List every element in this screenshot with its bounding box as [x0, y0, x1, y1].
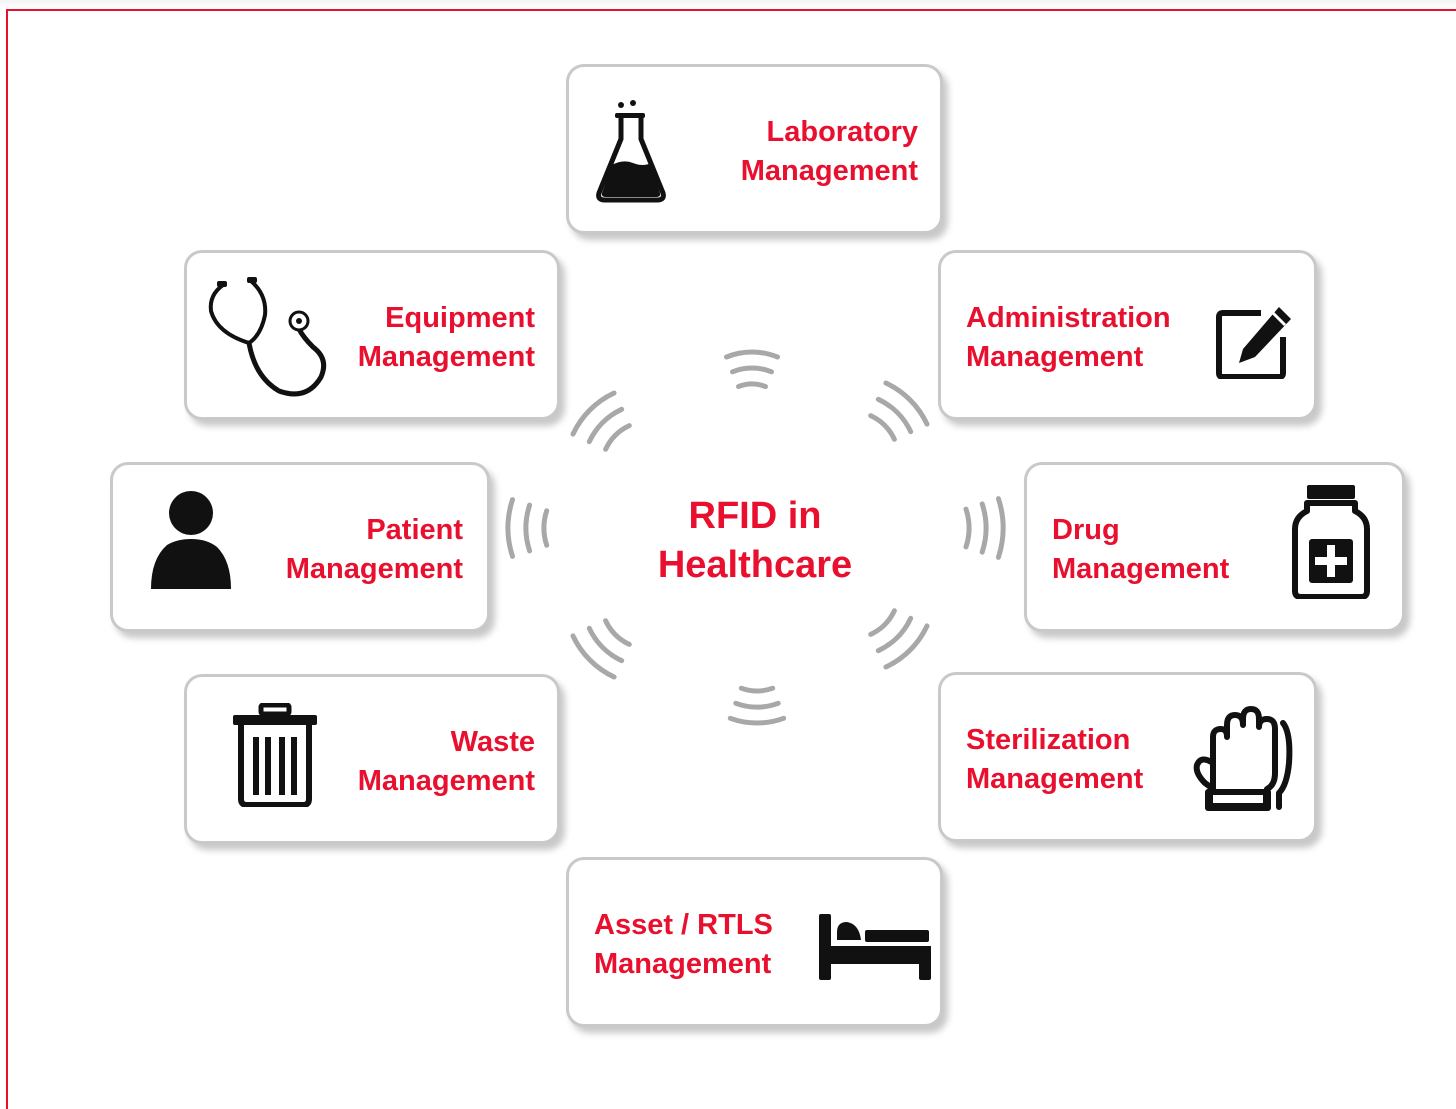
center-title-line1: RFID in [688, 495, 822, 537]
wave-top-right-arc-3 [868, 413, 897, 442]
wave-top-left-arc-1 [570, 390, 617, 437]
laboratory-label-line1: Laboratory [766, 116, 918, 148]
bed-icon [817, 910, 933, 982]
center-title-line2: Healthcare [657, 544, 853, 586]
equipment-management-label: Equipment Management [358, 299, 535, 377]
edit-icon [1215, 299, 1295, 379]
wave-bottom-right-arc-2 [875, 615, 914, 654]
wave-bottom-left [570, 618, 632, 680]
sterilization-label-line1: Sterilization [966, 724, 1131, 756]
wave-top [724, 349, 780, 390]
wave-bottom-right-arc-1 [883, 623, 930, 670]
administration-label-line2: Management [966, 341, 1144, 373]
stethoscope-icon [203, 277, 331, 399]
sterilization-label-line2: Management [966, 763, 1144, 795]
trash-icon [231, 703, 319, 807]
rfid-waves [505, 349, 1006, 726]
medicine-bottle-icon [1291, 483, 1371, 599]
wave-bottom-right [868, 608, 930, 670]
sterilization-management-card[interactable]: Sterilization Management [938, 672, 1317, 842]
patient-management-label: Patient Management [286, 511, 463, 589]
wave-top-left [570, 390, 632, 452]
patient-label-line2: Management [285, 553, 463, 585]
drug-management-card[interactable]: Drug Management [1024, 462, 1405, 632]
wave-right-arc-1 [995, 496, 1006, 560]
asset-label-line2: Management [594, 948, 772, 980]
center-title: RFID in Healthcare [605, 492, 905, 590]
wave-bottom [727, 685, 787, 726]
wave-right [963, 496, 1006, 560]
wave-top-right-arc-2 [875, 396, 914, 435]
administration-management-card[interactable]: Administration Management [938, 250, 1317, 420]
wave-top-right [868, 380, 930, 442]
wave-bottom-arc-2 [733, 700, 781, 710]
slide-frame [6, 9, 1456, 1109]
wave-left-arc-2 [523, 502, 533, 554]
wave-bottom-arc-3 [738, 685, 776, 694]
wave-top-left-arc-2 [586, 406, 625, 445]
wave-bottom-left-arc-1 [570, 633, 617, 680]
asset-label-line1: Asset / RTLS [594, 909, 773, 941]
administration-management-label: Administration Management [966, 299, 1171, 377]
waste-management-label: Waste Management [358, 723, 535, 801]
sterilization-management-label: Sterilization Management [966, 721, 1143, 799]
laboratory-management-label: Laboratory Management [741, 113, 918, 191]
wave-right-arc-3 [963, 506, 972, 550]
laboratory-management-card[interactable]: Laboratory Management [566, 64, 943, 234]
waste-label-line1: Waste [450, 726, 535, 758]
laboratory-label-line2: Management [740, 155, 918, 187]
wave-top-arc-1 [724, 349, 780, 360]
equipment-management-card[interactable]: Equipment Management [184, 250, 560, 420]
person-icon [147, 489, 231, 589]
wave-top-left-arc-3 [603, 423, 632, 452]
waste-management-card[interactable]: Waste Management [184, 674, 560, 844]
equipment-label-line1: Equipment [385, 302, 535, 334]
administration-label-line1: Administration [966, 302, 1171, 334]
wave-bottom-left-arc-2 [586, 625, 625, 664]
wave-left [505, 497, 550, 559]
wave-bottom-right-arc-3 [868, 608, 897, 637]
drug-label-line1: Drug [1052, 514, 1120, 546]
wave-left-arc-3 [541, 508, 550, 548]
drug-management-label: Drug Management [1052, 511, 1229, 589]
glove-icon [1191, 703, 1295, 815]
patient-management-card[interactable]: Patient Management [110, 462, 490, 632]
waste-label-line2: Management [357, 765, 535, 797]
equipment-label-line2: Management [357, 341, 535, 373]
flask-icon [593, 97, 669, 205]
asset-rtls-management-card[interactable]: Asset / RTLS Management [566, 857, 943, 1027]
top-fade [0, 0, 1456, 9]
wave-top-arc-2 [730, 365, 774, 375]
wave-right-arc-2 [979, 501, 989, 555]
wave-bottom-left-arc-3 [603, 618, 632, 647]
wave-top-right-arc-1 [883, 380, 930, 427]
wave-top-arc-3 [736, 381, 768, 390]
wave-left-arc-1 [505, 497, 515, 559]
patient-label-line1: Patient [366, 514, 463, 546]
wave-bottom-arc-1 [727, 715, 787, 726]
drug-label-line2: Management [1052, 553, 1230, 585]
asset-rtls-management-label: Asset / RTLS Management [594, 906, 773, 984]
